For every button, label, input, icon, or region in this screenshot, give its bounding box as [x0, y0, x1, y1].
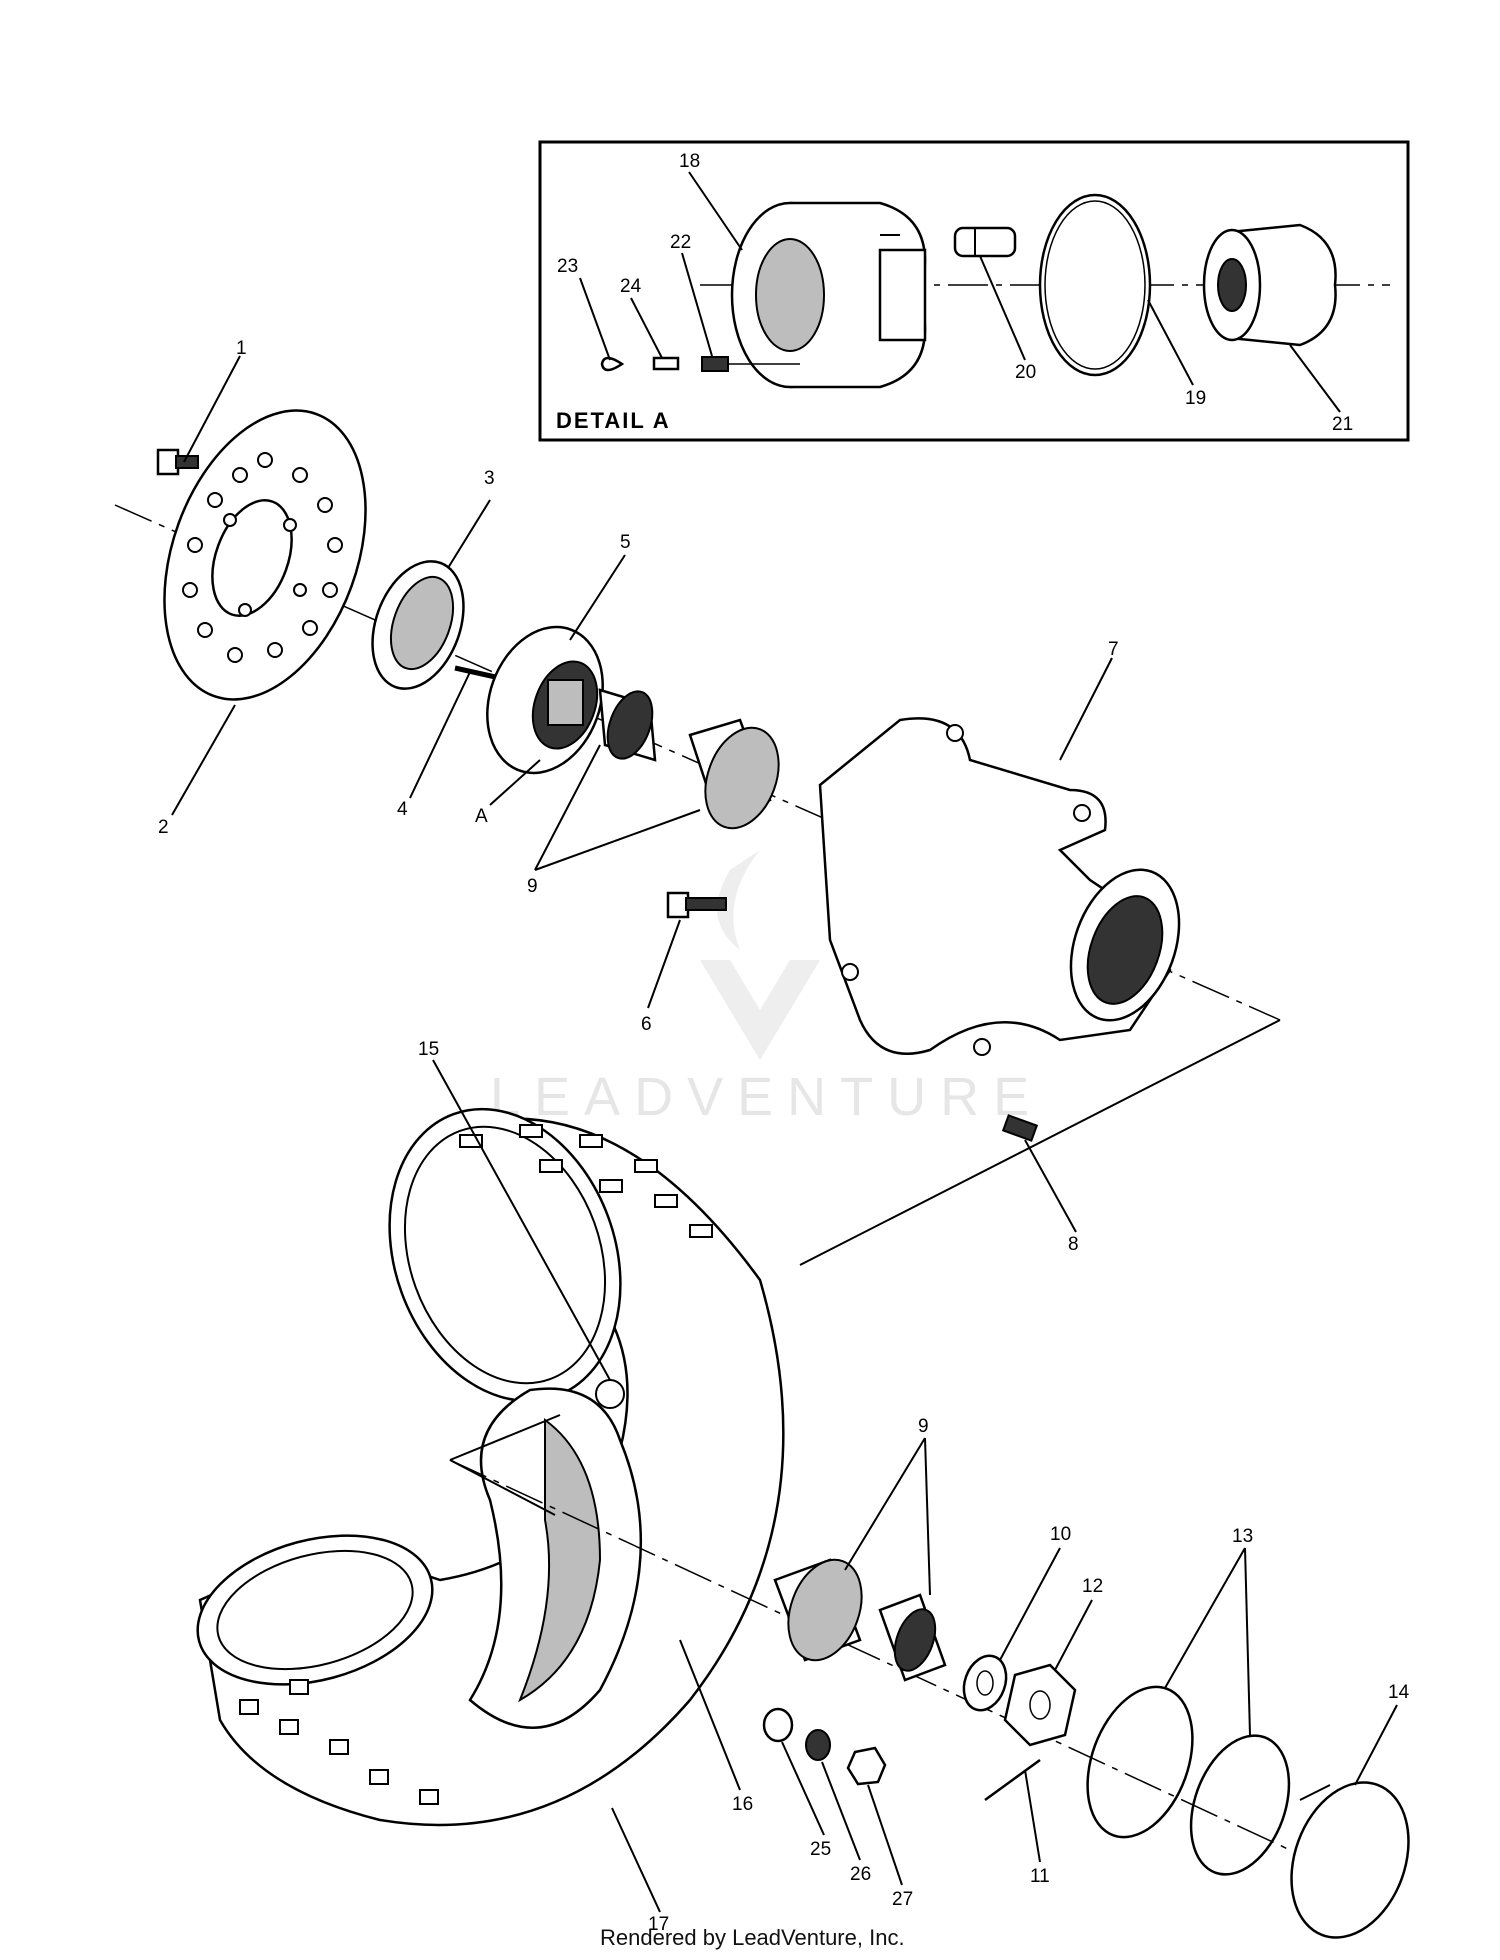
- callout-1: 1: [236, 338, 247, 359]
- part-16-rim: [468, 1379, 643, 1729]
- part-5-hub-assembly: [486, 625, 604, 775]
- callout-4: 4: [397, 799, 408, 820]
- footer-credit: Rendered by LeadVenture, Inc.: [600, 1925, 905, 1950]
- callout-2: 2: [158, 817, 169, 838]
- callout-6: 6: [641, 1014, 652, 1035]
- part-24-pin: [652, 356, 680, 371]
- part-2-brake-disc: [163, 409, 367, 701]
- detail-a-panel: DETAIL A: [538, 140, 1410, 442]
- part-17-tire: [196, 1107, 785, 1827]
- callout-3: 3: [484, 468, 495, 489]
- part-10-washer: [962, 1654, 1008, 1712]
- callout-27: 27: [892, 1889, 913, 1910]
- part-11-cotter-pin: [984, 1758, 1041, 1802]
- watermark-text: LEADVENTURE: [490, 1067, 1043, 1127]
- leadventure-watermark: LEADVENTURE: [490, 850, 1043, 1127]
- callout-8: 8: [1068, 1234, 1079, 1255]
- callout-21: 21: [1332, 414, 1353, 435]
- part-23-clip: [600, 356, 625, 372]
- part-19-ring: [1038, 193, 1152, 377]
- part-25-washer: [762, 1707, 794, 1743]
- part-7-wheel-hub: [818, 717, 1181, 1056]
- part-22-spring: [701, 356, 729, 372]
- part-14-hub-cap: [1290, 1781, 1410, 1939]
- part-21-knob: [1202, 223, 1337, 347]
- part-20-pin: [953, 226, 1017, 258]
- callout-7: 7: [1108, 639, 1119, 660]
- callout-18: 18: [679, 151, 700, 172]
- part-18-hub-body: [730, 201, 927, 389]
- part-3-seal: [371, 560, 465, 690]
- part-9-cup-upper: [688, 718, 780, 830]
- callout-22: 22: [670, 232, 691, 253]
- part-1-bolt: [156, 448, 199, 476]
- part-12-castle-nut: [1003, 1663, 1077, 1747]
- callout-9-upper: 9: [527, 876, 538, 897]
- detail-a-frame: [538, 140, 1410, 442]
- callout-14: 14: [1388, 1682, 1410, 1703]
- part-13-ring-b: [1189, 1734, 1291, 1876]
- part-4-pin: [454, 665, 501, 681]
- callout-9-lower: 9: [918, 1416, 929, 1437]
- callout-15: 15: [418, 1039, 439, 1060]
- part-13-ring-a: [1086, 1685, 1194, 1839]
- detail-a-title: DETAIL A: [556, 408, 671, 433]
- callout-5: 5: [620, 532, 631, 553]
- part-8-set-screw: [1001, 1114, 1039, 1142]
- callout-16: 16: [732, 1794, 753, 1815]
- part-6-bolt: [666, 891, 727, 919]
- callout-17: 17: [648, 1914, 669, 1935]
- callout-11: 11: [1030, 1866, 1050, 1887]
- callout-25: 25: [810, 1839, 831, 1860]
- callout-23: 23: [557, 256, 578, 277]
- callout-19: 19: [1185, 388, 1206, 409]
- callout-20: 20: [1015, 362, 1036, 383]
- callout-a: A: [475, 806, 488, 827]
- part-27-nut: [846, 1746, 887, 1786]
- callout-10: 10: [1050, 1524, 1071, 1545]
- callout-13: 13: [1232, 1526, 1253, 1547]
- part-9-bearing-lower: [878, 1593, 947, 1682]
- callout-26: 26: [850, 1864, 871, 1885]
- callout-12: 12: [1082, 1576, 1103, 1597]
- part-9-bearing-upper: [598, 688, 657, 762]
- part-26-lock-washer: [805, 1729, 831, 1761]
- callout-24: 24: [620, 276, 642, 297]
- part-9-cup-lower: [773, 1558, 863, 1662]
